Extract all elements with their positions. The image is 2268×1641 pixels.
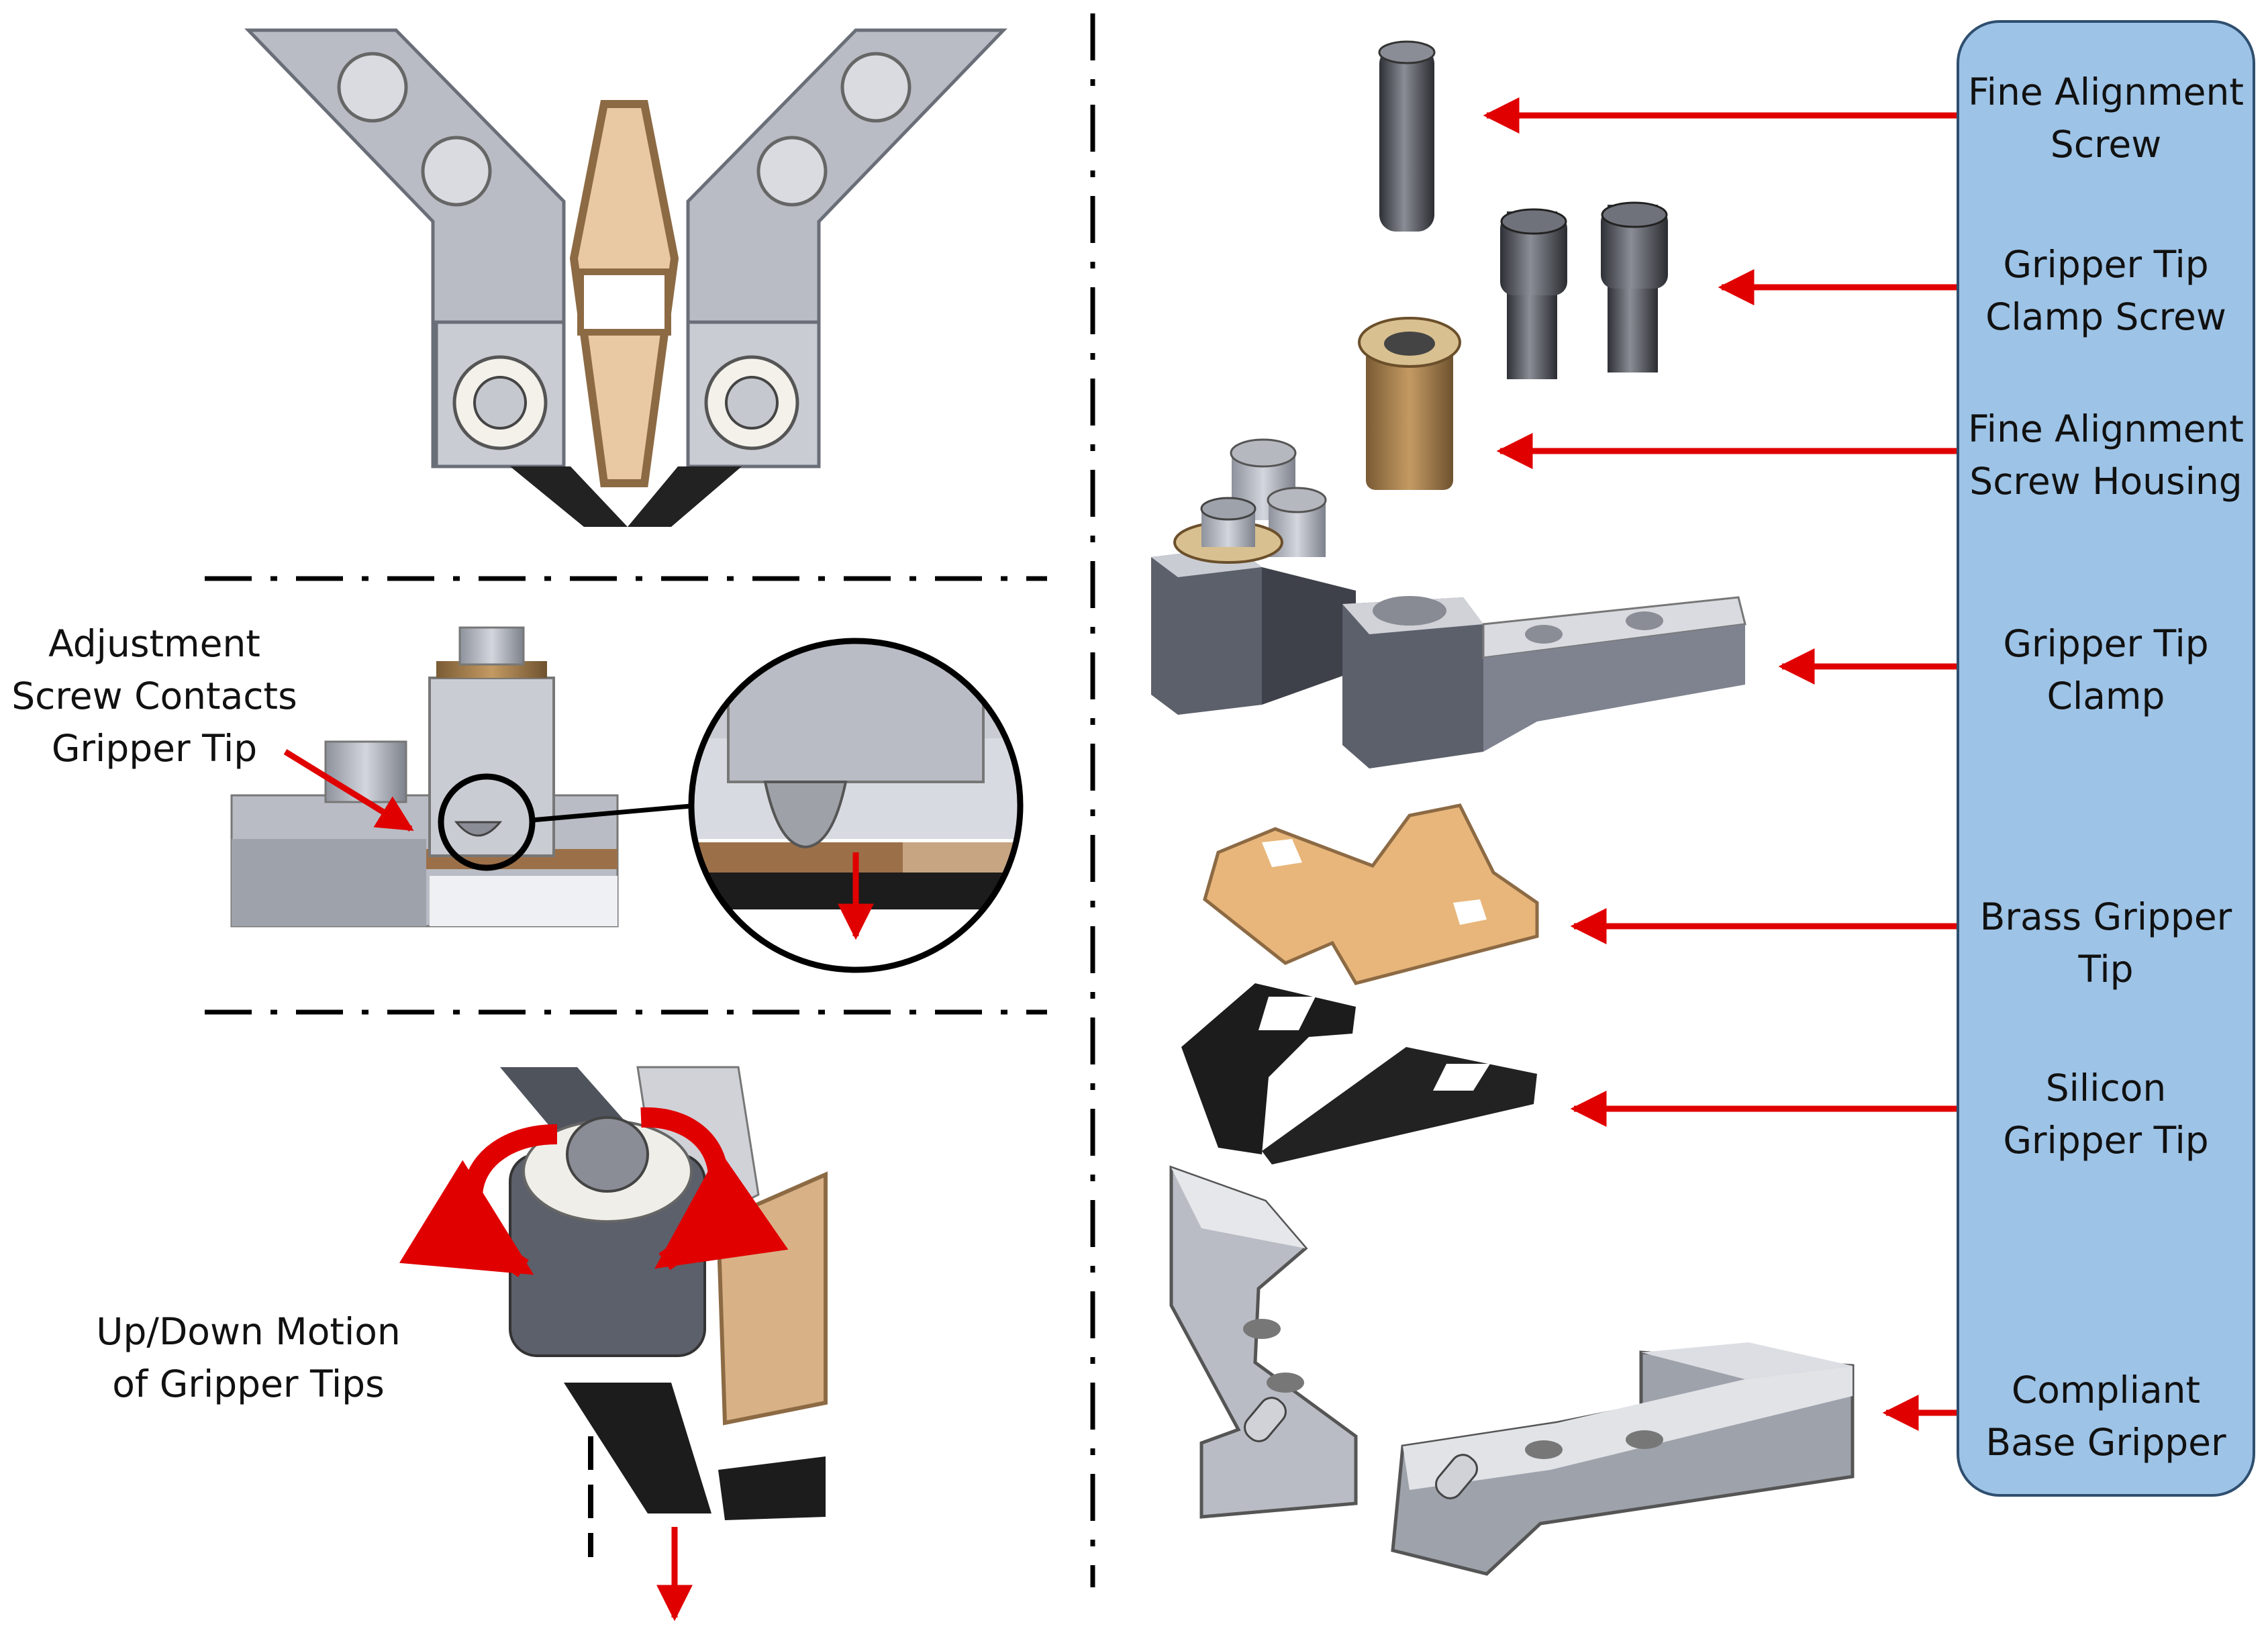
part-leader-arrows: [1483, 97, 1957, 1431]
caption-line: Gripper Tip: [51, 727, 258, 770]
part-brass-gripper-tip: [1203, 803, 1539, 985]
caption-line: of Gripper Tips: [112, 1362, 385, 1405]
caption-line: Screw Contacts: [11, 675, 297, 717]
adjustment-screw-caption: Adjustment Screw Contacts Gripper Tip: [0, 617, 309, 775]
label-compliant-base-gripper: Compliant Base Gripper: [1957, 1364, 2255, 1469]
label-fine-alignment-screw-housing: Fine Alignment Screw Housing: [1957, 403, 2255, 507]
label-gripper-tip-clamp-screw: Gripper Tip Clamp Screw: [1957, 238, 2255, 343]
label-line: Fine Alignment: [1968, 407, 2244, 450]
part-fine-alignment-screw: [1378, 40, 1436, 232]
label-line: Gripper Tip: [2003, 243, 2209, 286]
label-line: Fine Alignment: [1968, 70, 2244, 113]
caption-line: Up/Down Motion: [96, 1310, 401, 1353]
part-clamp-screws: [1500, 201, 1668, 379]
label-line: Base Gripper: [1985, 1421, 2226, 1464]
label-gripper-tip-clamp: Gripper Tip Clamp: [1957, 617, 2255, 722]
label-line: Screw: [2050, 123, 2162, 166]
part-gripper-tip-clamp: [1151, 438, 1746, 768]
label-line: Compliant: [2011, 1369, 2201, 1411]
label-line: Gripper Tip: [2003, 622, 2209, 665]
part-compliant-base-gripper: [1169, 1165, 1855, 1576]
part-screw-housing: [1358, 317, 1461, 490]
caption-line: Adjustment: [48, 622, 260, 665]
label-line: Clamp: [2047, 675, 2165, 717]
up-down-motion-caption: Up/Down Motion of Gripper Tips: [87, 1305, 409, 1410]
zoom-detail-circle: [688, 638, 1024, 973]
screw-contact-side-view: [230, 626, 699, 928]
label-line: Screw Housing: [1969, 460, 2242, 503]
section-dividers: [205, 13, 1095, 1587]
part-silicon-gripper-tip: [1181, 983, 1537, 1164]
label-fine-alignment-screw: Fine Alignment Screw: [1957, 66, 2255, 170]
label-line: Gripper Tip: [2003, 1119, 2209, 1162]
parts-label-panel: [1957, 20, 2255, 1497]
label-line: Silicon: [2045, 1066, 2167, 1109]
label-line: Clamp Screw: [1985, 295, 2226, 338]
label-brass-gripper-tip: Brass Gripper Tip: [1957, 891, 2255, 995]
rotation-closeup: [399, 1066, 828, 1622]
label-silicon-gripper-tip: Silicon Gripper Tip: [1957, 1062, 2255, 1166]
label-line: Tip: [2078, 948, 2134, 991]
label-line: Brass Gripper: [1979, 895, 2232, 938]
gripper-top-view: [244, 28, 1007, 527]
